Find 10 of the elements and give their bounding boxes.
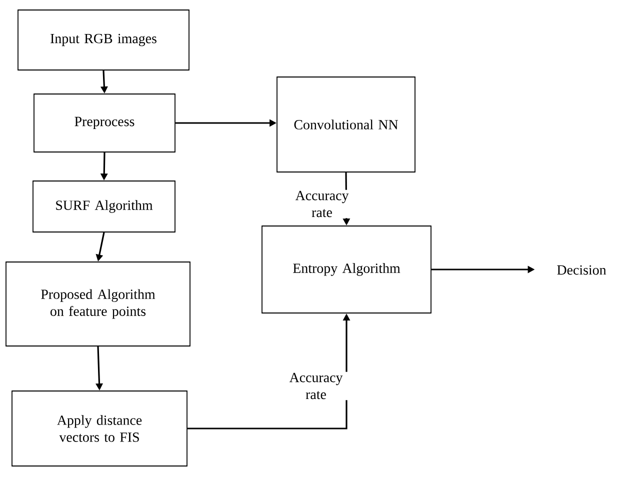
output-text: Decision (557, 265, 606, 275)
process-box: Entropy Algorithm (262, 226, 432, 314)
process-box: Preprocess (34, 94, 176, 152)
edge-label: Accuracy rate (286, 190, 358, 218)
process-box: Proposed Algorithm on feature points (6, 262, 190, 346)
edge-label: Accuracy rate (280, 372, 352, 400)
process-box: SURF Algorithm (32, 180, 176, 232)
process-box: Convolutional NN (276, 76, 416, 172)
process-box: Input RGB images (18, 10, 190, 70)
process-box: Apply distance vectors to FIS (12, 390, 188, 466)
